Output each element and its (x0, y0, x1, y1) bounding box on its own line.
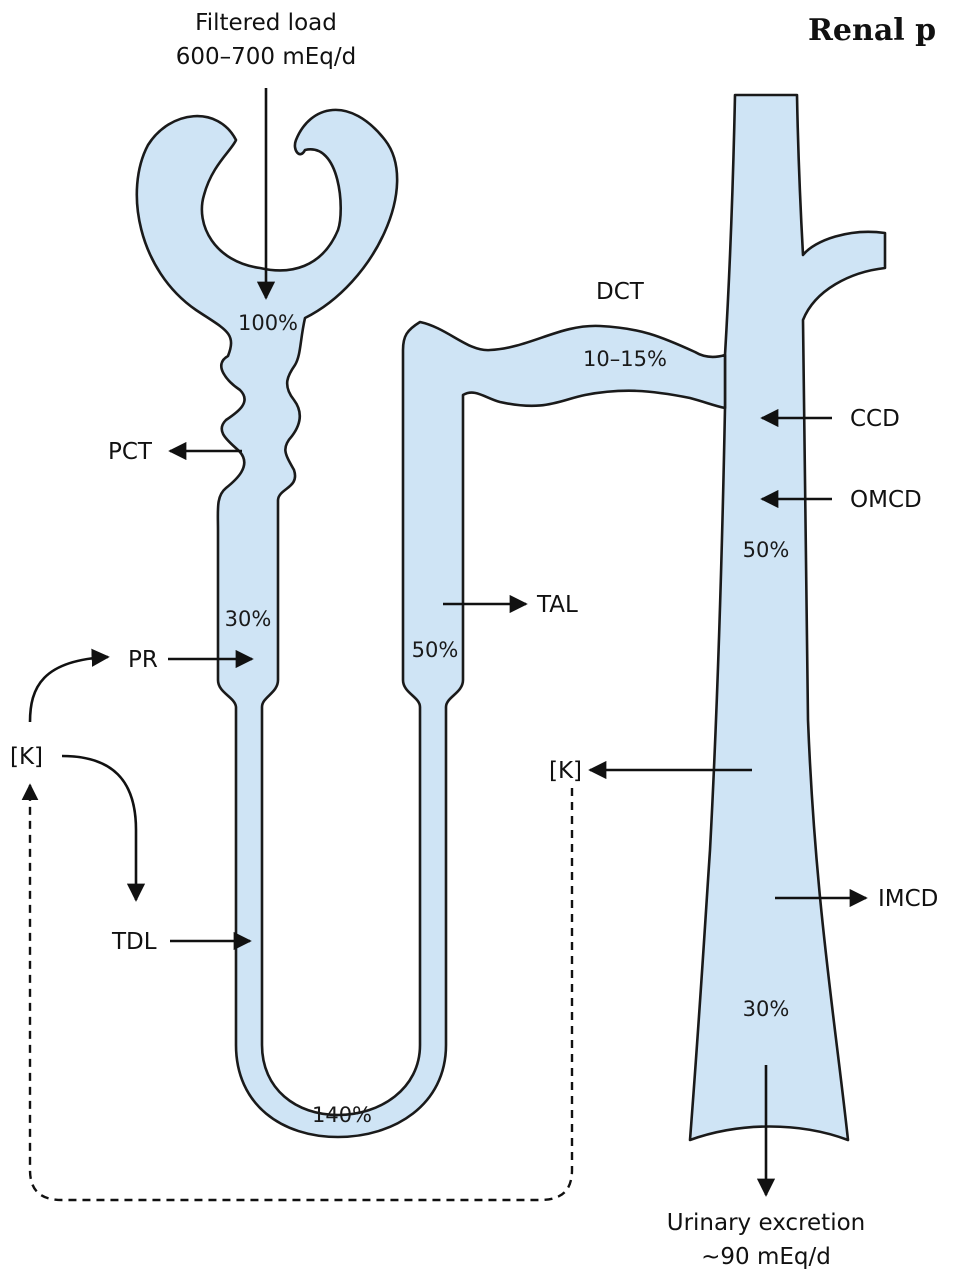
glomerulus-percent: 100% (238, 311, 298, 335)
k-to-pr-arrow (30, 657, 108, 722)
k-right-label: [K] (549, 758, 582, 784)
proximal-percent: 30% (225, 607, 272, 631)
urinary-excretion-label: Urinary excretion (667, 1210, 866, 1236)
imcd-label: IMCD (878, 886, 938, 912)
filtered-load-value: 600–700 mEq/d (176, 44, 357, 70)
pct-label: PCT (108, 439, 153, 465)
collecting-duct (690, 95, 885, 1140)
collecting-lower-percent: 30% (743, 997, 790, 1021)
urinary-excretion-value: ~90 mEq/d (701, 1244, 831, 1270)
diagram-title: Renal p (808, 13, 936, 48)
collecting-upper-percent: 50% (743, 538, 790, 562)
thick-ascending-percent: 50% (412, 638, 459, 662)
potassium-recycling-path (30, 785, 572, 1200)
k-left-label: [K] (10, 744, 43, 770)
ccd-label: CCD (850, 406, 900, 432)
omcd-label: OMCD (850, 487, 922, 513)
filtered-load-label: Filtered load (195, 10, 337, 36)
pr-label: PR (128, 647, 158, 673)
distal-percent: 10–15% (583, 347, 667, 371)
tal-label: TAL (536, 592, 578, 618)
loop-bend-percent: 140% (312, 1103, 372, 1127)
k-to-tdl-arrow (62, 756, 136, 900)
dct-label: DCT (596, 279, 645, 305)
tdl-label: TDL (111, 929, 157, 955)
